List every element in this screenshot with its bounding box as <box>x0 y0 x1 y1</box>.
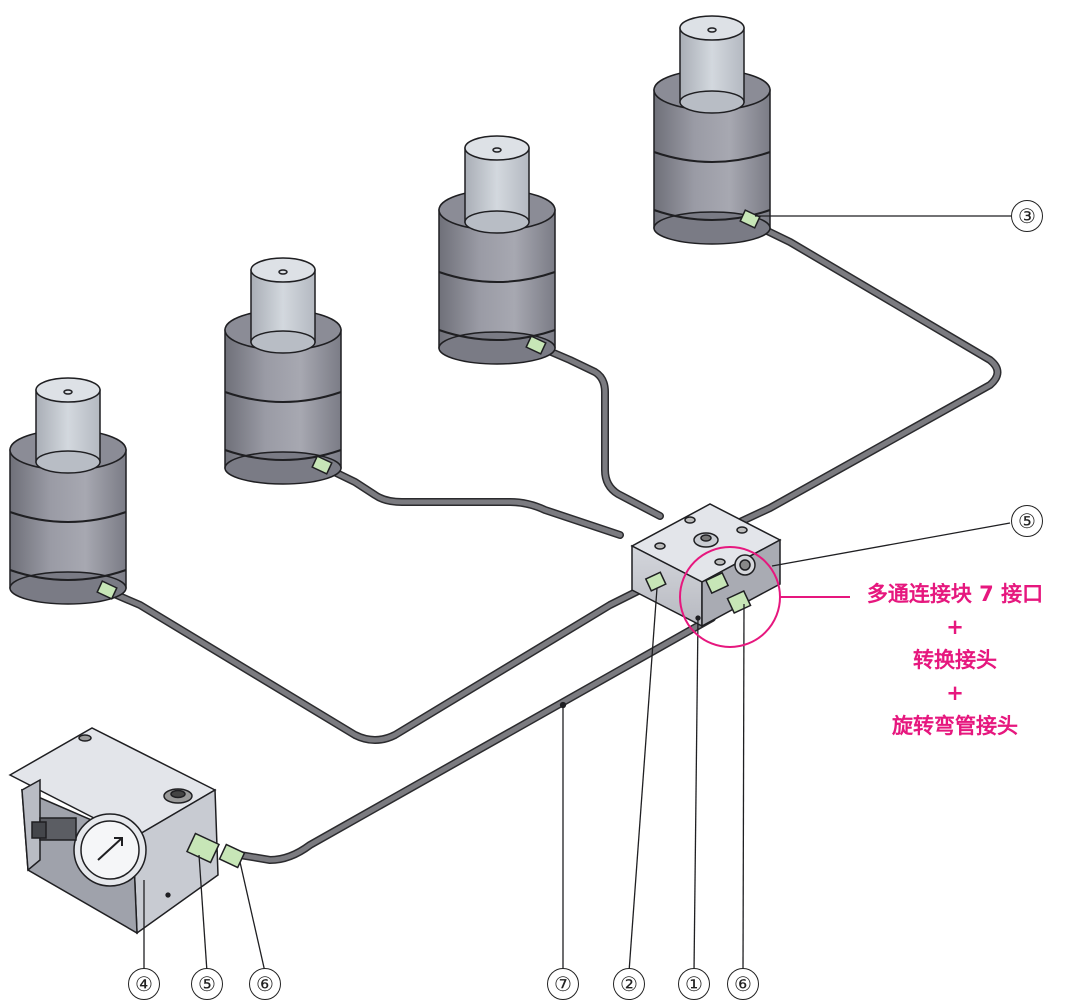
cylinder-1 <box>9 377 127 605</box>
callout-4: ④ <box>128 968 160 1000</box>
annotation-plus-2: + <box>946 681 964 705</box>
callout-6-block: ⑥ <box>727 968 759 1000</box>
annotation-plus-1: + <box>946 615 964 639</box>
callout-6-pump: ⑥ <box>249 968 281 1000</box>
cylinder-4 <box>653 15 771 245</box>
cylinder-2 <box>224 257 342 485</box>
callout-5-block: ⑤ <box>1011 505 1043 537</box>
hose-pump <box>236 614 716 864</box>
callout-7: ⑦ <box>547 968 579 1000</box>
callout-1: ① <box>678 968 710 1000</box>
hoses <box>101 221 1002 864</box>
manifold-block <box>630 503 782 628</box>
annotation: 多通连接块 7 接口 + 转换接头 + 旋转弯管接头 <box>850 584 1060 737</box>
callout-5-bottom: ⑤ <box>191 968 223 1000</box>
highlight-circle <box>679 546 850 648</box>
annotation-line-2: 转换接头 <box>913 648 997 672</box>
pump-unit <box>8 727 246 935</box>
cylinder-3 <box>438 135 556 365</box>
callout-2: ② <box>613 968 645 1000</box>
callout-3: ③ <box>1011 200 1043 232</box>
annotation-line-1: 多通连接块 7 接口 <box>866 582 1044 606</box>
hose-cylinder-1 <box>101 586 644 744</box>
hose-cylinder-4 <box>736 221 1002 526</box>
annotation-line-3: 旋转弯管接头 <box>892 714 1018 738</box>
cylinder-fittings <box>96 209 761 600</box>
leader-lines <box>143 215 1011 973</box>
